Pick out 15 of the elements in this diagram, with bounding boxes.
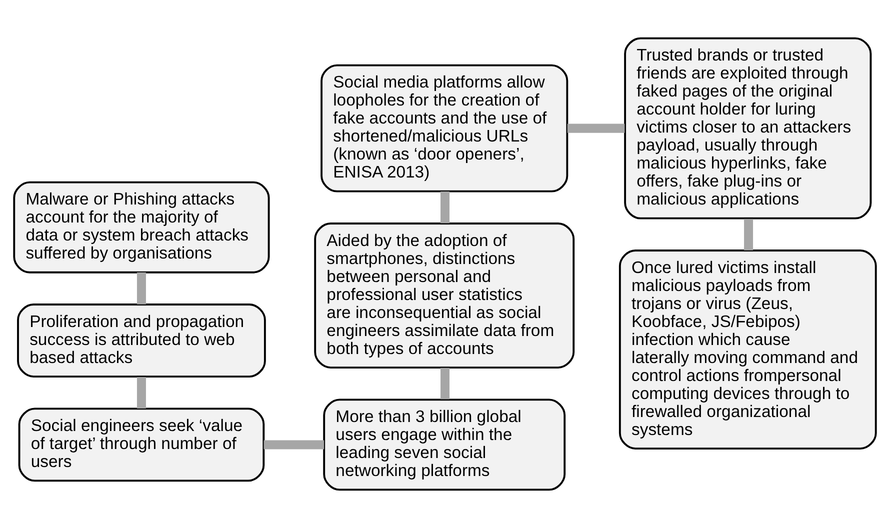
connector (136, 376, 146, 408)
connector (744, 218, 753, 250)
node-box: Social engineers seek ‘value of target’ through number of users (18, 408, 264, 482)
node-box: Malware or Phishing attacks account for the majority of data or system breach attacks suffered by organisations (12, 181, 270, 274)
node-box: Social media platforms allow loopholes for the creation of fake accounts and the use of shortened/malicious URLs (known as ‘door openers’, ENISA 2013) (320, 64, 568, 192)
connector (263, 440, 324, 450)
node-box: Once lured victims install malicious payloads from trojans or virus (Zeus, Koobface, JS/Febipos) infection which cause laterally moving command and control actions frompersonal computing devices through to firewalled organizational systems (618, 250, 876, 450)
connector (566, 124, 624, 133)
node-box: More than 3 billion global users engage within the leading seven social networking platforms (322, 398, 566, 491)
node-box: Aided by the adoption of smartphones, distinctions between personal and professional user statistics are inconsequential as social engineers assimilate data from both types of accounts (314, 222, 574, 368)
connector (136, 272, 146, 304)
connector (440, 368, 449, 400)
connector (440, 192, 449, 224)
node-box: Trusted brands or trusted friends are exploited through faked pages of the original account holder for luring victims closer to an attackers payload, usually through malicious hyperlinks, fake offers, fake plug-ins or malicious applications (624, 37, 872, 220)
node-box: Proliferation and propagation success is attributed to web based attacks (16, 304, 266, 378)
